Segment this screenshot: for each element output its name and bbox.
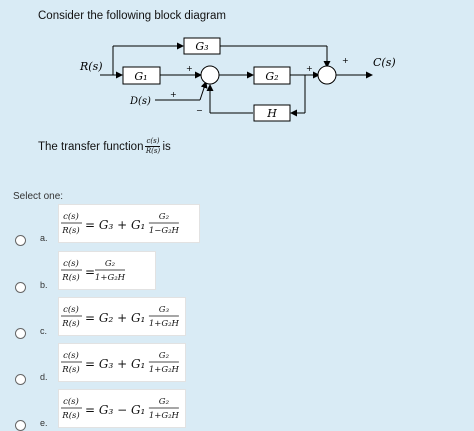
lhs-denominator: R(s) xyxy=(61,364,79,375)
lhs-numerator: c(s) xyxy=(63,350,79,361)
sign-sum2-top: + xyxy=(342,56,349,65)
lhs-numerator: c(s) xyxy=(63,304,79,315)
label-disturbance: D(s) xyxy=(129,96,151,107)
rhs-prefix: = G₂ + G₁ xyxy=(85,311,145,325)
block-diagram: G₃ G₁ G₂ H R(s) C(s) D(s) + + − + + xyxy=(79,37,396,122)
equation-svg: c(s) R(s) = G₂ + G₁ G₃ 1+G₂H xyxy=(61,304,180,329)
rhs-numerator: G₂ xyxy=(159,397,170,407)
radio-button[interactable] xyxy=(15,282,26,293)
option-letter: e. xyxy=(40,418,48,428)
transfer-function-line: The transfer function c(s) R(s) is xyxy=(38,138,171,155)
rhs-numerator: G₂ xyxy=(105,259,116,269)
rhs-prefix: = xyxy=(85,265,95,279)
rhs-numerator: G₂ xyxy=(159,212,170,222)
option-equation: c(s) R(s) = G₂ 1+G₂H xyxy=(58,251,156,290)
lhs-denominator: R(s) xyxy=(61,410,79,421)
radio-button[interactable] xyxy=(15,328,26,339)
lhs-denominator: R(s) xyxy=(61,272,79,283)
label-input: R(s) xyxy=(79,60,103,73)
equation-svg: c(s) R(s) = G₃ + G₁ G₂ 1+G₂H xyxy=(61,350,180,375)
block-g3 xyxy=(183,37,221,55)
lhs-denominator: R(s) xyxy=(61,318,79,329)
equation-svg: c(s) R(s) = G₃ − G₁ G₂ 1+G₂H xyxy=(61,396,180,421)
radio-button[interactable] xyxy=(15,420,26,431)
question-prompt: Consider the following block diagram xyxy=(38,10,226,22)
rhs-denominator: 1+G₂H xyxy=(149,411,180,421)
sum-junction-1 xyxy=(200,65,220,85)
option-equation: c(s) R(s) = G₂ + G₁ G₃ 1+G₂H xyxy=(58,297,186,336)
tf-fraction: c(s) R(s) xyxy=(145,137,161,155)
answer-option-b[interactable]: b. c(s) R(s) = G₂ 1+G₂H xyxy=(0,251,474,293)
rhs-prefix: = G₃ + G₁ xyxy=(85,218,145,232)
option-equation: c(s) R(s) = G₃ + G₁ G₂ 1+G₂H xyxy=(58,343,186,382)
lhs-numerator: c(s) xyxy=(63,258,79,269)
sign-sum1-feedback: − xyxy=(196,106,203,115)
sum-junction-2 xyxy=(317,65,337,85)
sign-sum1-bottom: + xyxy=(170,90,177,99)
option-equation: c(s) R(s) = G₃ + G₁ G₂ 1−G₂H xyxy=(58,204,200,243)
answer-option-a[interactable]: a. c(s) R(s) = G₃ + G₁ G₂ 1−G₂H xyxy=(0,204,474,246)
rhs-numerator: G₂ xyxy=(159,351,170,361)
rhs-denominator: 1−G₂H xyxy=(149,226,180,236)
rhs-prefix: = G₃ − G₁ xyxy=(85,403,145,417)
option-letter: d. xyxy=(40,372,48,382)
label-g1: G₁ xyxy=(134,70,147,83)
rhs-denominator: 1+G₂H xyxy=(149,319,180,329)
tf-prefix: The transfer function xyxy=(38,140,144,153)
rhs-denominator: 1+G₂H xyxy=(149,365,180,375)
answer-option-d[interactable]: d. c(s) R(s) = G₃ + G₁ G₂ 1+G₂H xyxy=(0,343,474,385)
block-g1 xyxy=(122,66,161,85)
select-one-label: Select one: xyxy=(13,191,64,202)
tf-num: c(s) xyxy=(145,137,161,147)
rhs-numerator: G₃ xyxy=(159,305,170,315)
radio-button[interactable] xyxy=(15,235,26,246)
option-letter: a. xyxy=(40,233,48,243)
sign-sum1-top: + xyxy=(186,64,193,73)
option-letter: b. xyxy=(40,280,48,290)
tf-den: R(s) xyxy=(145,147,161,155)
answer-option-e[interactable]: e. c(s) R(s) = G₃ − G₁ G₂ 1+G₂H xyxy=(0,389,474,431)
lhs-numerator: c(s) xyxy=(63,396,79,407)
label-g2: G₂ xyxy=(265,70,278,83)
lhs-numerator: c(s) xyxy=(63,211,79,222)
tf-suffix: is xyxy=(162,140,171,153)
equation-svg: c(s) R(s) = G₂ 1+G₂H xyxy=(61,258,126,283)
block-h xyxy=(253,104,291,122)
label-output: C(s) xyxy=(373,56,396,69)
answer-option-c[interactable]: c. c(s) R(s) = G₂ + G₁ G₃ 1+G₂H xyxy=(0,297,474,339)
question-panel: Consider the following block diagram xyxy=(0,0,455,176)
rhs-denominator: 1+G₂H xyxy=(95,273,126,283)
equation-svg: c(s) R(s) = G₃ + G₁ G₂ 1−G₂H xyxy=(61,211,180,236)
block-g2 xyxy=(253,66,291,85)
rhs-prefix: = G₃ + G₁ xyxy=(85,357,145,371)
radio-button[interactable] xyxy=(15,374,26,385)
label-h: H xyxy=(266,107,277,120)
option-letter: c. xyxy=(40,326,48,336)
sign-sum2-left: + xyxy=(306,64,313,73)
option-equation: c(s) R(s) = G₃ − G₁ G₂ 1+G₂H xyxy=(58,389,186,428)
label-g3: G₃ xyxy=(195,40,208,53)
lhs-denominator: R(s) xyxy=(61,225,79,236)
